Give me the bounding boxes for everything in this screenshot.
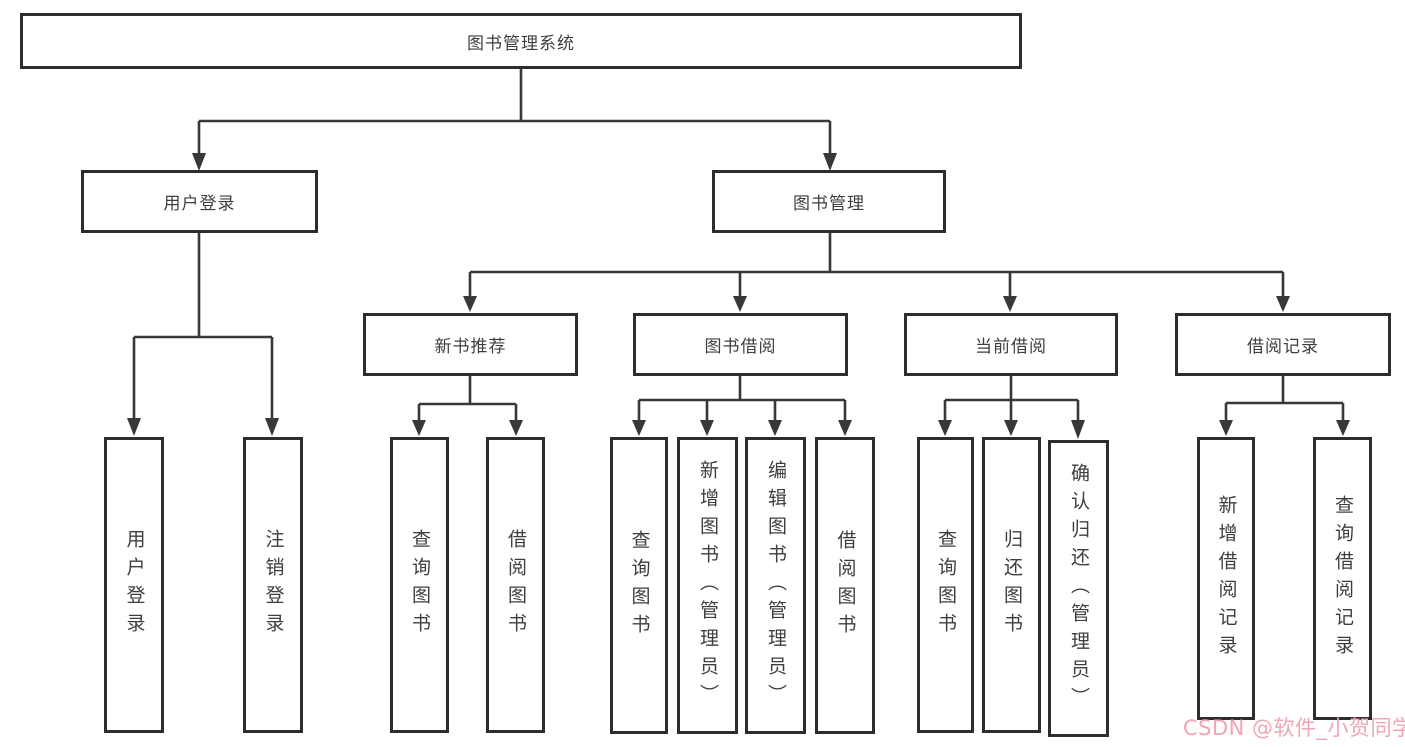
leaf-query-books-current: 查询图书 [917,437,974,733]
tree-edges [132,68,1345,421]
node-library-management-system: 图书管理系统 [20,13,1022,69]
node-book-management: 图书管理 [712,170,946,233]
leaf-user-login: 用户登录 [104,437,164,733]
node-borrowing-records: 借阅记录 [1175,313,1391,376]
node-new-book-recommend: 新书推荐 [363,313,578,376]
watermark: CSDN @软件_小贺同学 [1183,716,1405,740]
node-book-borrowing: 图书借阅 [633,313,848,376]
leaf-return-books: 归还图书 [982,437,1041,733]
leaf-confirm-return-admin: 确认归还（管理员） [1048,440,1109,737]
leaf-query-borrow-record: 查询借阅记录 [1313,437,1372,720]
leaf-edit-book-admin: 编辑图书（管理员） [745,437,806,734]
leaf-query-books-recommend: 查询图书 [390,437,449,733]
node-current-borrowing: 当前借阅 [904,313,1118,376]
node-user-login: 用户登录 [81,170,318,233]
leaf-borrow-books-borrowing: 借阅图书 [815,437,875,734]
leaf-add-book-admin: 新增图书（管理员） [677,437,738,734]
arrowhead-icons [127,153,1350,439]
leaf-borrow-books-recommend: 借阅图书 [486,437,545,733]
leaf-query-books-borrowing: 查询图书 [610,437,668,734]
leaf-add-borrow-record: 新增借阅记录 [1197,437,1255,720]
leaf-logout: 注销登录 [243,437,303,733]
